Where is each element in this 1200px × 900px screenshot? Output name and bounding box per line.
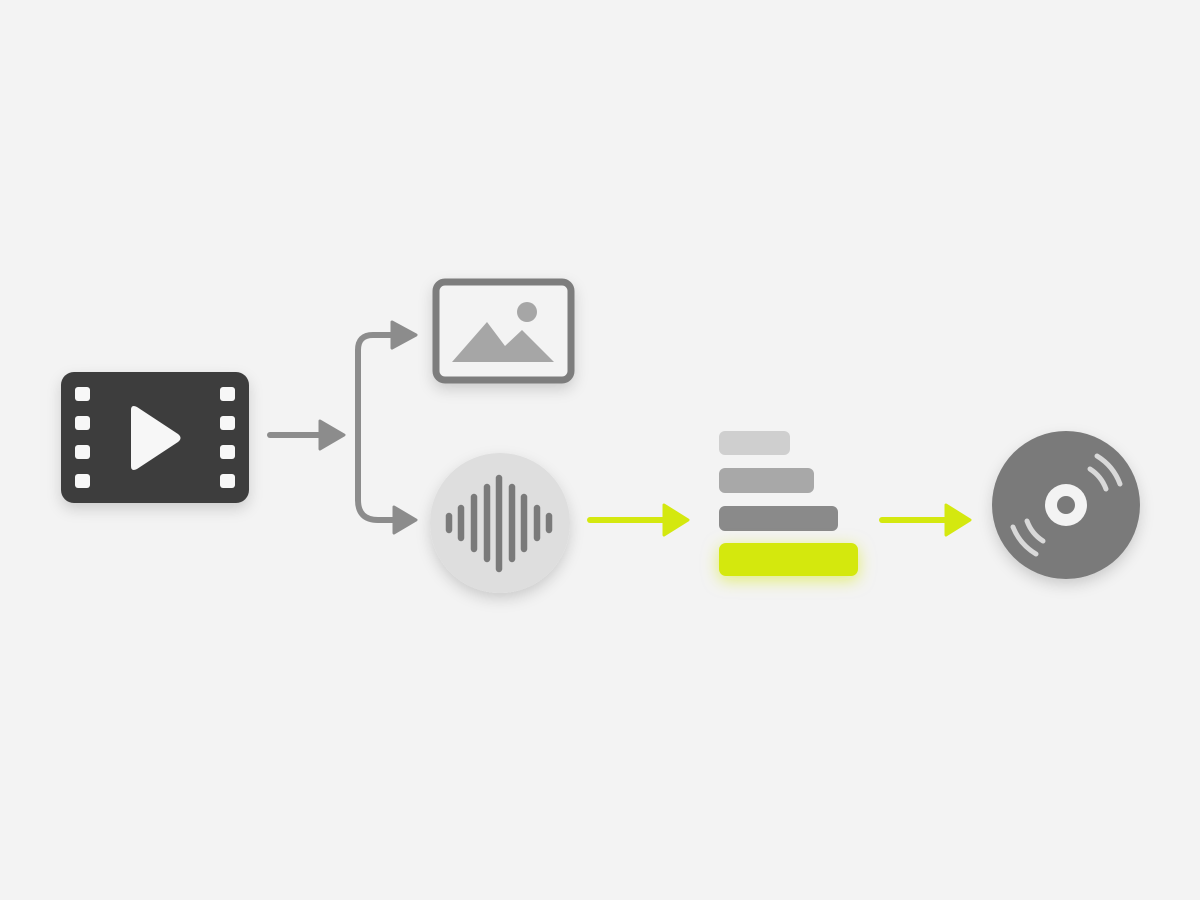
arrow-stack-to-disc: [879, 503, 972, 537]
sound-wave-icon: [430, 453, 570, 593]
arrow-video-to-branch: [267, 419, 346, 451]
arrow-to-image: [390, 320, 418, 350]
stacked-bars-icon: [719, 431, 858, 576]
branch-connector: [355, 332, 399, 523]
arrow-audio-to-stack: [587, 503, 690, 537]
arrow-to-audio: [392, 505, 418, 535]
video-film-icon: [61, 372, 249, 503]
image-icon: [432, 278, 575, 384]
disc-icon: [992, 431, 1140, 579]
